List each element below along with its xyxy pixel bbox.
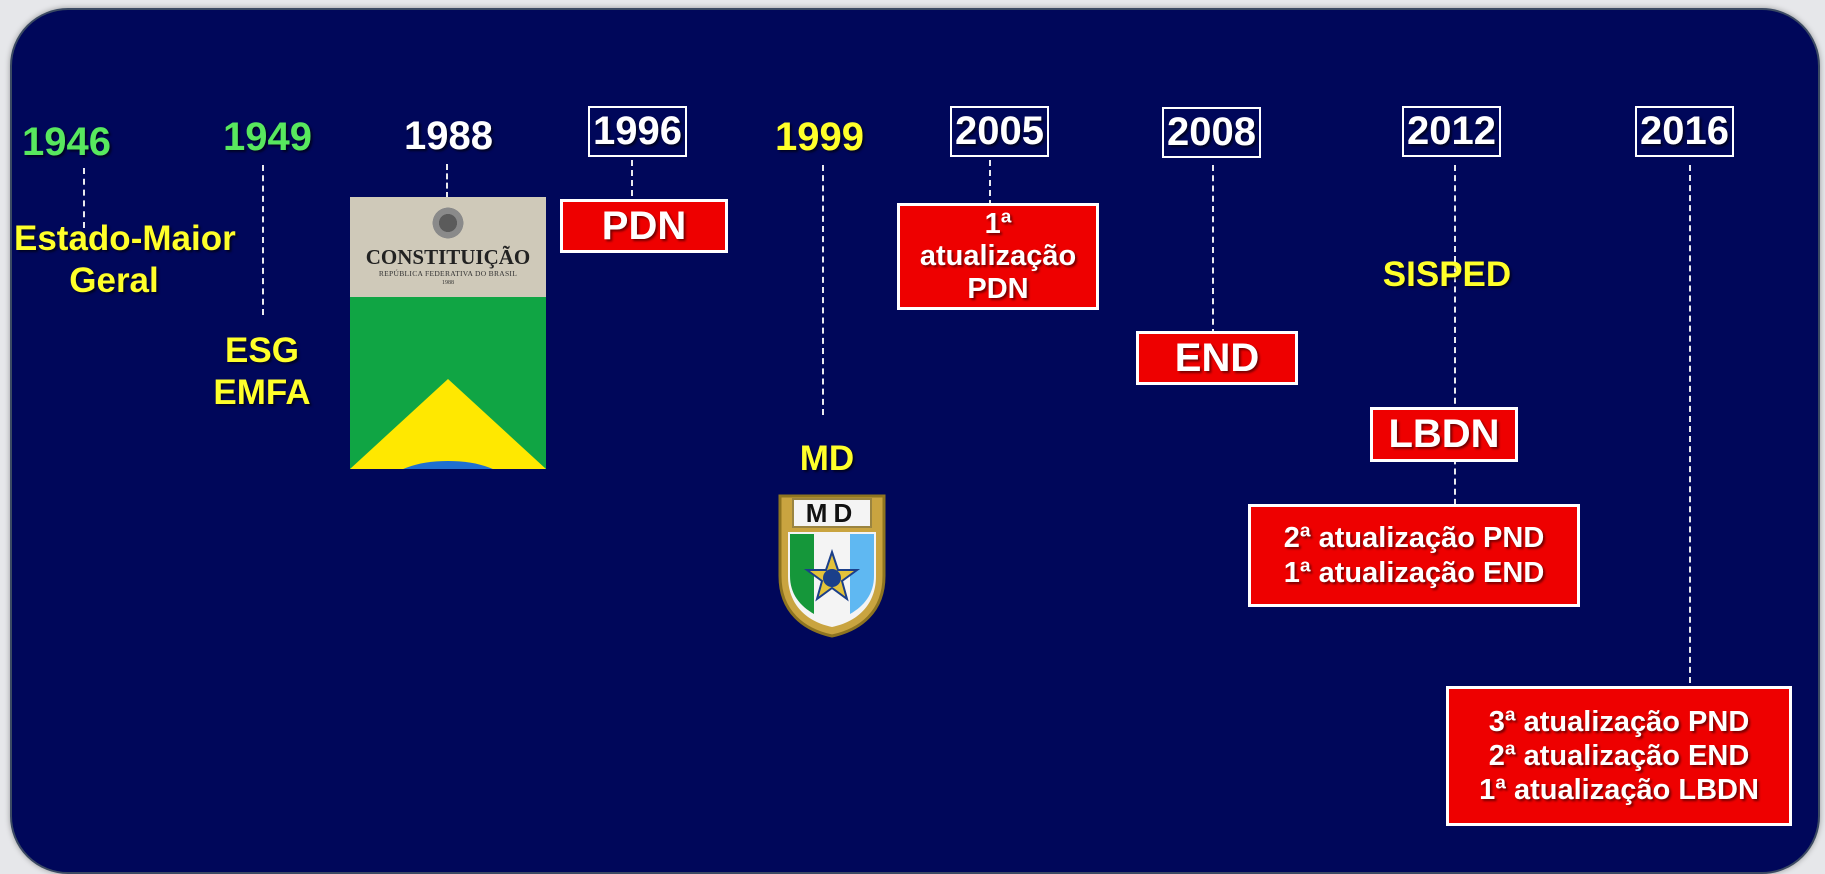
label-estado-maior-geral: Estado-Maior Geral (14, 218, 236, 302)
box-line: 1ª (984, 207, 1012, 240)
timeline-connector-2016 (1689, 165, 1691, 693)
box-pdn: PDN (560, 199, 728, 253)
box-1a-atualizacao-pdn: 1ª atualização PDN (897, 203, 1099, 310)
box-line: PDN (967, 272, 1029, 305)
year-2012: 2012 (1402, 106, 1501, 157)
box-line: 1ª atualização LBDN (1479, 774, 1759, 807)
year-1946: 1946 (22, 120, 111, 164)
label-line: Estado-Maior (14, 219, 236, 258)
box-line: PDN (601, 203, 687, 248)
timeline-panel: 1946 Estado-Maior Geral 1949 ESG EMFA 19… (10, 8, 1820, 874)
box-line: 3ª atualização PND (1488, 705, 1750, 738)
year-1949: 1949 (223, 115, 312, 159)
label-esg-emfa: ESG EMFA (202, 330, 322, 414)
timeline-connector-1949 (262, 165, 264, 315)
label-line: MD (799, 439, 855, 478)
timeline-connector-1996 (631, 160, 633, 196)
constitution-cover-image: CONSTITUIÇÃO REPÚBLICA FEDERATIVA DO BRA… (350, 197, 546, 469)
year-1988: 1988 (404, 114, 493, 158)
box-lbdn: LBDN (1370, 407, 1518, 462)
label-line: EMFA (213, 373, 311, 412)
shield-icon (778, 494, 886, 638)
box-2012-updates: 2ª atualização PND 1ª atualização END (1248, 504, 1580, 607)
timeline-connector-1988 (446, 164, 448, 198)
brazil-flag-graphic (350, 379, 546, 469)
box-2016-updates: 3ª atualização PND 2ª atualização END 1ª… (1446, 686, 1792, 826)
timeline-connector-1999 (822, 165, 824, 415)
label-line: ESG (225, 331, 299, 370)
year-1996: 1996 (588, 106, 687, 157)
box-line: LBDN (1388, 412, 1500, 456)
md-plate: MD (792, 498, 872, 528)
constitution-title: CONSTITUIÇÃO (365, 245, 531, 269)
coat-of-arms-icon (430, 205, 466, 241)
timeline-connector-2008 (1212, 165, 1214, 335)
box-end: END (1136, 331, 1298, 385)
timeline-connector-2012 (1454, 165, 1456, 515)
box-line: END (1174, 335, 1260, 380)
year-2016: 2016 (1635, 106, 1734, 157)
year-2005: 2005 (950, 106, 1049, 157)
box-line: 1ª atualização END (1283, 556, 1545, 589)
md-shield-emblem: MD (774, 494, 890, 638)
timeline-connector-2005 (989, 160, 991, 206)
timeline-connector-1946 (83, 168, 85, 228)
label-line: SISPED (1382, 255, 1512, 294)
year-2008: 2008 (1162, 107, 1261, 158)
label-line: Geral (69, 261, 159, 300)
box-line: 2ª atualização END (1488, 739, 1750, 772)
label-md: MD (782, 438, 872, 480)
box-line: atualização (919, 240, 1077, 273)
constitution-year: 1988 (442, 280, 454, 286)
box-line: 2ª atualização PND (1283, 521, 1545, 554)
constitution-subtitle: REPÚBLICA FEDERATIVA DO BRASIL (378, 269, 518, 278)
year-1999: 1999 (775, 115, 864, 159)
label-sisped: SISPED (1367, 254, 1527, 296)
